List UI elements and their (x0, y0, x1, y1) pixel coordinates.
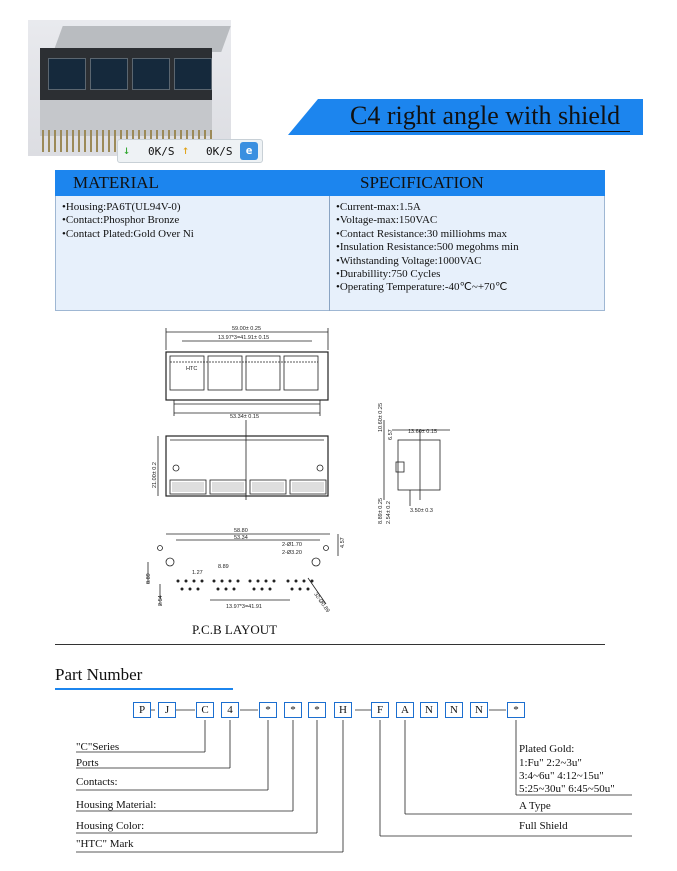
specification-list: Current-max:1.5A Voltage-max:150VAC Cont… (336, 201, 519, 295)
pn-code-box: J (158, 702, 176, 718)
list-item: Housing:PA6T(UL94V-0) (62, 201, 194, 214)
pcb-dim-total: 58.80 (234, 528, 248, 534)
label-full-shield: Full Shield (519, 820, 568, 832)
part-number-underline (55, 688, 233, 690)
pcb-dim-254: 2.54 (158, 595, 164, 606)
label-series: "C"Series (76, 741, 120, 753)
download-speed-toolbar[interactable]: ↓ 0K/S ↑ 0K/S e (117, 139, 263, 163)
list-item: Withstanding Voltage:1000VAC (336, 255, 519, 268)
product-photo (28, 20, 231, 156)
title-banner (288, 99, 643, 135)
list-item: Current-max:1.5A (336, 201, 519, 214)
pcb-dim-inner: 53.34 (234, 535, 248, 541)
list-item: Insulation Resistance:500 megohms min (336, 241, 519, 254)
pn-code-box: * (259, 702, 277, 718)
pcb-dim-hole1: 2-Ø1.70 (282, 542, 302, 548)
banner-underline (350, 131, 630, 132)
label-a-type: A Type (519, 800, 551, 812)
side-dim-small: 6.57 (388, 429, 394, 440)
pcb-dim-pitch: 13.97*3=41.91 (226, 604, 262, 610)
pn-code-box: 4 (221, 702, 239, 718)
pcb-dim-right: 4.57 (340, 537, 346, 548)
pcb-dim-889b: 8.89 (146, 573, 152, 584)
top-dim-height: 21.00± 0.2 (152, 462, 158, 488)
label-plated-gold-2: 3:4~6u" 4:12~15u" (519, 770, 604, 782)
side-dim-depth: 13.60± 0.15 (408, 429, 437, 435)
pn-code-box: N (445, 702, 463, 718)
specification-header: SPECIFICATION (360, 173, 484, 192)
list-item: Contact Resistance:30 milliohms max (336, 228, 519, 241)
list-item: Durabillity:750 Cycles (336, 268, 519, 281)
list-item: Contact:Phosphor Bronze (62, 214, 194, 227)
list-item: Contact Plated:Gold Over Ni (62, 228, 194, 241)
list-item: Operating Temperature:-40℃~+70℃ (336, 281, 519, 294)
spec-table-divider (329, 196, 330, 311)
label-plated-gold-1: 1:Fu" 2:2~3u" (519, 757, 582, 769)
arrow-up-icon: ↑ (182, 143, 190, 157)
front-dim-total: 59.00± 0.25 (232, 326, 261, 332)
label-htc-mark: "HTC" Mark (76, 838, 134, 850)
download-speed: 0K/S (148, 145, 175, 158)
pn-code-box: C (196, 702, 214, 718)
side-dim-height: 10.60± 0.25 (378, 403, 384, 432)
label-plated-gold: Plated Gold: (519, 743, 575, 755)
pn-code-box: F (371, 702, 389, 718)
material-header: MATERIAL (73, 173, 159, 192)
pn-code-box: N (470, 702, 488, 718)
front-dim-pitch: 13.97*3=41.91± 0.15 (218, 335, 269, 341)
pcb-dim-889a: 8.89 (218, 564, 229, 570)
side-dim-pin: 3.50± 0.3 (410, 508, 433, 514)
label-ports: Ports (76, 757, 99, 769)
pn-code-box: * (284, 702, 302, 718)
list-item: Voltage-max:150VAC (336, 214, 519, 227)
pn-code-box: H (334, 702, 352, 718)
spec-table-header (55, 170, 605, 196)
label-housing-material: Housing Material: (76, 799, 157, 811)
front-dim-bottom: 53.34± 0.15 (230, 414, 259, 420)
label-housing-color: Housing Color: (76, 820, 145, 832)
upload-speed: 0K/S (206, 145, 233, 158)
browser-e-icon[interactable]: e (240, 142, 258, 160)
pcb-dim-127: 1.27 (192, 570, 203, 576)
label-plated-gold-3: 5:25~30u" 6:45~50u" (519, 783, 615, 795)
side-dim-low2: 2.54± 0.2 (386, 501, 392, 524)
side-dim-low1: 8.89± 0.25 (378, 498, 384, 524)
pn-code-box: P (133, 702, 151, 718)
pcb-dim-hole2: 2-Ø3.20 (282, 550, 302, 556)
pn-code-box: * (507, 702, 525, 718)
pn-code-box: A (396, 702, 414, 718)
pcb-layout-label: P.C.B LAYOUT (192, 622, 278, 637)
part-number-title: Part Number (55, 665, 143, 684)
front-mark: HTC (186, 366, 197, 372)
label-contacts: Contacts: (76, 776, 118, 788)
banner-title: C4 right angle with shield (350, 101, 621, 130)
arrow-down-icon: ↓ (123, 143, 131, 157)
pn-code-box: N (420, 702, 438, 718)
section-divider (55, 644, 605, 645)
material-list: Housing:PA6T(UL94V-0) Contact:Phosphor B… (62, 201, 194, 241)
pn-code-box: * (308, 702, 326, 718)
